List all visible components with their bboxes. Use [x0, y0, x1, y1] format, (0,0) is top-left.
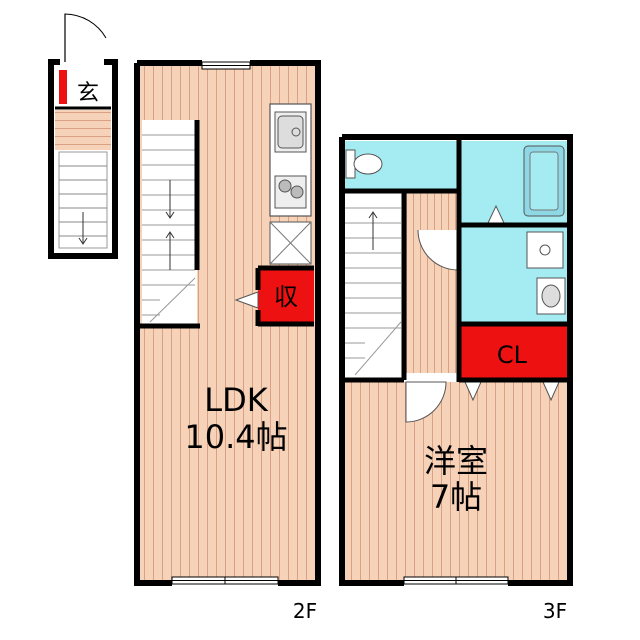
- floor3-interior-walls: [340, 140, 570, 383]
- floor3-label: 3F: [543, 599, 567, 623]
- floor2-stairs: [140, 120, 200, 329]
- storage-door-icon: [234, 291, 259, 309]
- closet: [461, 326, 567, 378]
- entrance-landing: [55, 110, 111, 150]
- entrance-area: 玄: [48, 13, 118, 259]
- toilet-icon: [345, 149, 383, 179]
- floor2-label: 2F: [293, 599, 317, 623]
- entrance-door-swing: [64, 13, 107, 62]
- western-room-name: 洋室: [424, 442, 488, 480]
- entrance-shoe-box: [59, 70, 67, 104]
- ldk-size: 10.4帖: [184, 418, 287, 456]
- ldk-name: LDK: [204, 381, 268, 419]
- floor3-window: [403, 576, 509, 585]
- kitchen-counter: [269, 103, 312, 265]
- storage-label: 収: [274, 283, 298, 311]
- western-room-floor: [345, 382, 567, 580]
- floor3-plan: CL 洋室 7帖 3F: [339, 134, 573, 623]
- sink-icon: [277, 115, 304, 149]
- entrance-label: 玄: [77, 81, 99, 106]
- floor2-plan: 収 LDK 10.4帖 2F: [134, 60, 321, 623]
- floor3-walls: [339, 134, 573, 586]
- floor2-walls: [134, 60, 321, 586]
- closet-label: CL: [497, 341, 528, 369]
- storage-closet: 収: [234, 265, 314, 327]
- washroom-door-swing: [417, 229, 459, 271]
- entrance-walls: [48, 62, 118, 259]
- entrance-stairs: [58, 151, 108, 249]
- floor3-stairs: [345, 193, 403, 378]
- room-door-swing: [405, 381, 447, 423]
- western-room-size: 7帖: [430, 478, 482, 516]
- washer-space-icon: [526, 231, 564, 269]
- floor3-hallway: [406, 193, 458, 373]
